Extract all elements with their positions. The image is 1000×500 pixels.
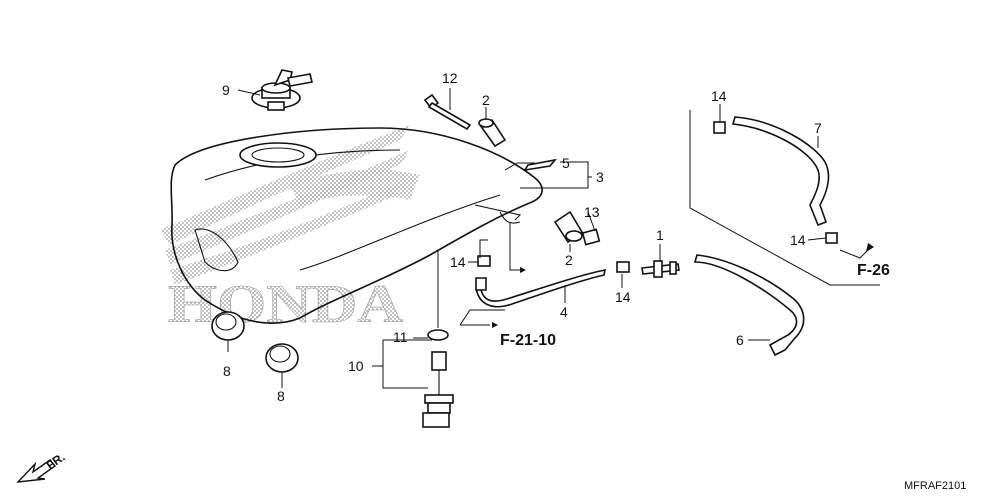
honda-watermark-text: HONDA bbox=[168, 274, 403, 334]
honda-wing-watermark: HONDA bbox=[160, 125, 420, 334]
fuel-cap bbox=[251, 69, 313, 111]
callout-8-lower: 8 bbox=[277, 388, 285, 404]
leader-lines bbox=[227, 88, 880, 389]
callout-11: 11 bbox=[393, 329, 408, 345]
callout-7: 7 bbox=[814, 120, 822, 136]
callout-10: 10 bbox=[348, 358, 364, 374]
front-direction-arrow: FR. bbox=[16, 450, 68, 483]
clip-upper-right bbox=[713, 121, 726, 134]
callout-2-upper: 2 bbox=[482, 92, 490, 108]
diagram-code: MFRAF2101 bbox=[904, 480, 966, 492]
clip-tube-mid bbox=[616, 261, 630, 273]
vent-tube bbox=[731, 116, 830, 227]
tube-end bbox=[475, 277, 487, 291]
ref-f-26[interactable]: F-26 bbox=[857, 262, 890, 279]
fuel-tank bbox=[170, 127, 543, 324]
callout-2-lower: 2 bbox=[565, 252, 573, 268]
collar-upper bbox=[478, 118, 507, 148]
callout-14-upper: 14 bbox=[711, 88, 727, 104]
callout-8-upper: 8 bbox=[223, 363, 231, 379]
callout-12: 12 bbox=[442, 70, 458, 86]
callout-3: 3 bbox=[596, 169, 604, 185]
collar-lower bbox=[553, 210, 584, 244]
rubber-cap-upper bbox=[211, 311, 245, 341]
nut bbox=[581, 228, 601, 246]
clip-tube-left bbox=[477, 255, 491, 267]
o-ring bbox=[427, 329, 449, 341]
bolt bbox=[423, 93, 472, 131]
callout-9: 9 bbox=[222, 82, 230, 98]
ref-f-21-10[interactable]: F-21-10 bbox=[500, 332, 556, 349]
drain-tube bbox=[475, 268, 607, 308]
rubber-pad bbox=[523, 158, 558, 172]
callout-6: 6 bbox=[736, 332, 744, 348]
callout-14-tube: 14 bbox=[450, 254, 466, 270]
callout-13: 13 bbox=[584, 204, 600, 220]
callout-14-lower: 14 bbox=[790, 232, 806, 248]
callout-14-joint: 14 bbox=[615, 289, 631, 305]
rubber-cap-lower bbox=[265, 343, 299, 373]
callout-4: 4 bbox=[560, 304, 568, 320]
callout-1: 1 bbox=[656, 227, 664, 243]
fuel-level-sender bbox=[422, 351, 454, 428]
clip-lower-right bbox=[825, 232, 838, 244]
tube-joint bbox=[641, 260, 680, 278]
breather-tube bbox=[693, 254, 805, 357]
callout-5: 5 bbox=[562, 155, 570, 171]
